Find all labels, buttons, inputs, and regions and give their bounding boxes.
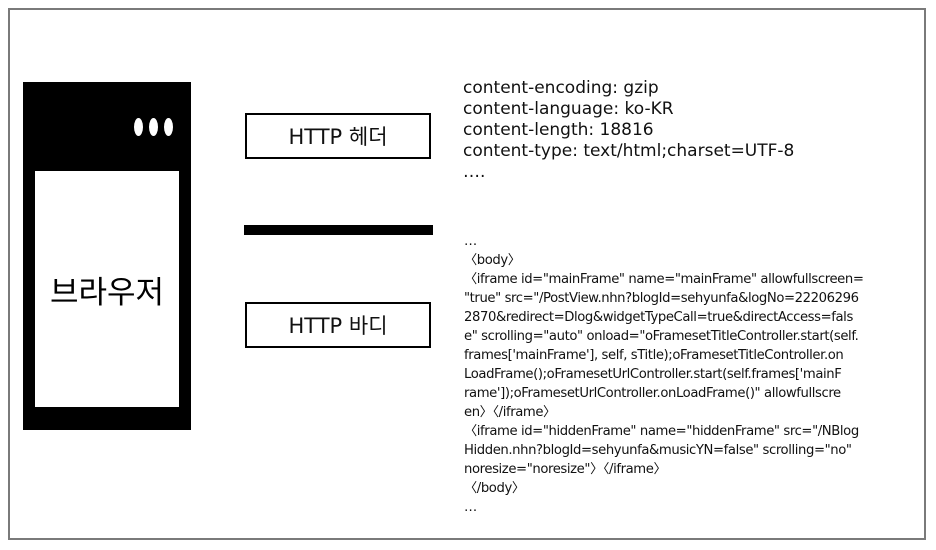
browser-illustration: 브라우저	[23, 82, 191, 430]
browser-menu-dots-icon	[134, 118, 173, 136]
body-line: …	[464, 234, 477, 249]
body-line: LoadFrame();oFramesetUrlController.start…	[464, 367, 842, 382]
body-line: noresize="noresize"〉〈/iframe〉	[464, 462, 667, 477]
http-header-label: HTTP 헤더	[288, 125, 388, 149]
dot	[149, 118, 158, 136]
body-line: rame']);oFramesetUrlController.onLoadFra…	[464, 386, 841, 401]
http-body-box: HTTP 바디	[245, 302, 431, 348]
body-line: …	[464, 500, 477, 515]
header-line: content-type: text/html;charset=UTF-8	[463, 141, 795, 161]
diagram-frame	[8, 8, 926, 540]
body-line: "true" src="/PostView.nhn?blogId=sehyunf…	[464, 291, 859, 306]
dot	[134, 118, 143, 136]
header-line: ….	[463, 162, 486, 182]
http-body-label: HTTP 바디	[288, 314, 388, 338]
browser-screen: 브라우저	[35, 171, 179, 407]
header-line: content-encoding: gzip	[463, 78, 659, 98]
body-line: 〈iframe id="hiddenFrame" name="hiddenFra…	[464, 424, 859, 439]
body-line: 〈/body〉	[464, 481, 525, 496]
http-header-box: HTTP 헤더	[245, 113, 431, 159]
browser-label: 브라우저	[49, 274, 165, 311]
body-line: 〈body〉	[464, 253, 521, 268]
header-body-divider	[244, 225, 433, 235]
body-line: 〈iframe id="mainFrame" name="mainFrame" …	[464, 272, 864, 287]
body-line: e" scrolling="auto" onload="oFramesetTit…	[464, 329, 859, 344]
body-line: 2870&redirect=Dlog&widgetTypeCall=true&d…	[464, 310, 853, 325]
header-line: content-language: ko-KR	[463, 99, 674, 119]
header-line: content-length: 18816	[463, 120, 654, 140]
dot	[164, 118, 173, 136]
body-line: en〉〈/iframe〉	[464, 405, 556, 420]
body-line: Hidden.nhn?blogId=sehyunfa&musicYN=false…	[464, 443, 852, 458]
http-header-text: content-encoding: gzip content-language:…	[463, 78, 903, 183]
body-line: frames['mainFrame'], self, sTitle);oFram…	[464, 348, 844, 363]
http-body-text: … 〈body〉 〈iframe id="mainFrame" name="ma…	[464, 232, 930, 517]
